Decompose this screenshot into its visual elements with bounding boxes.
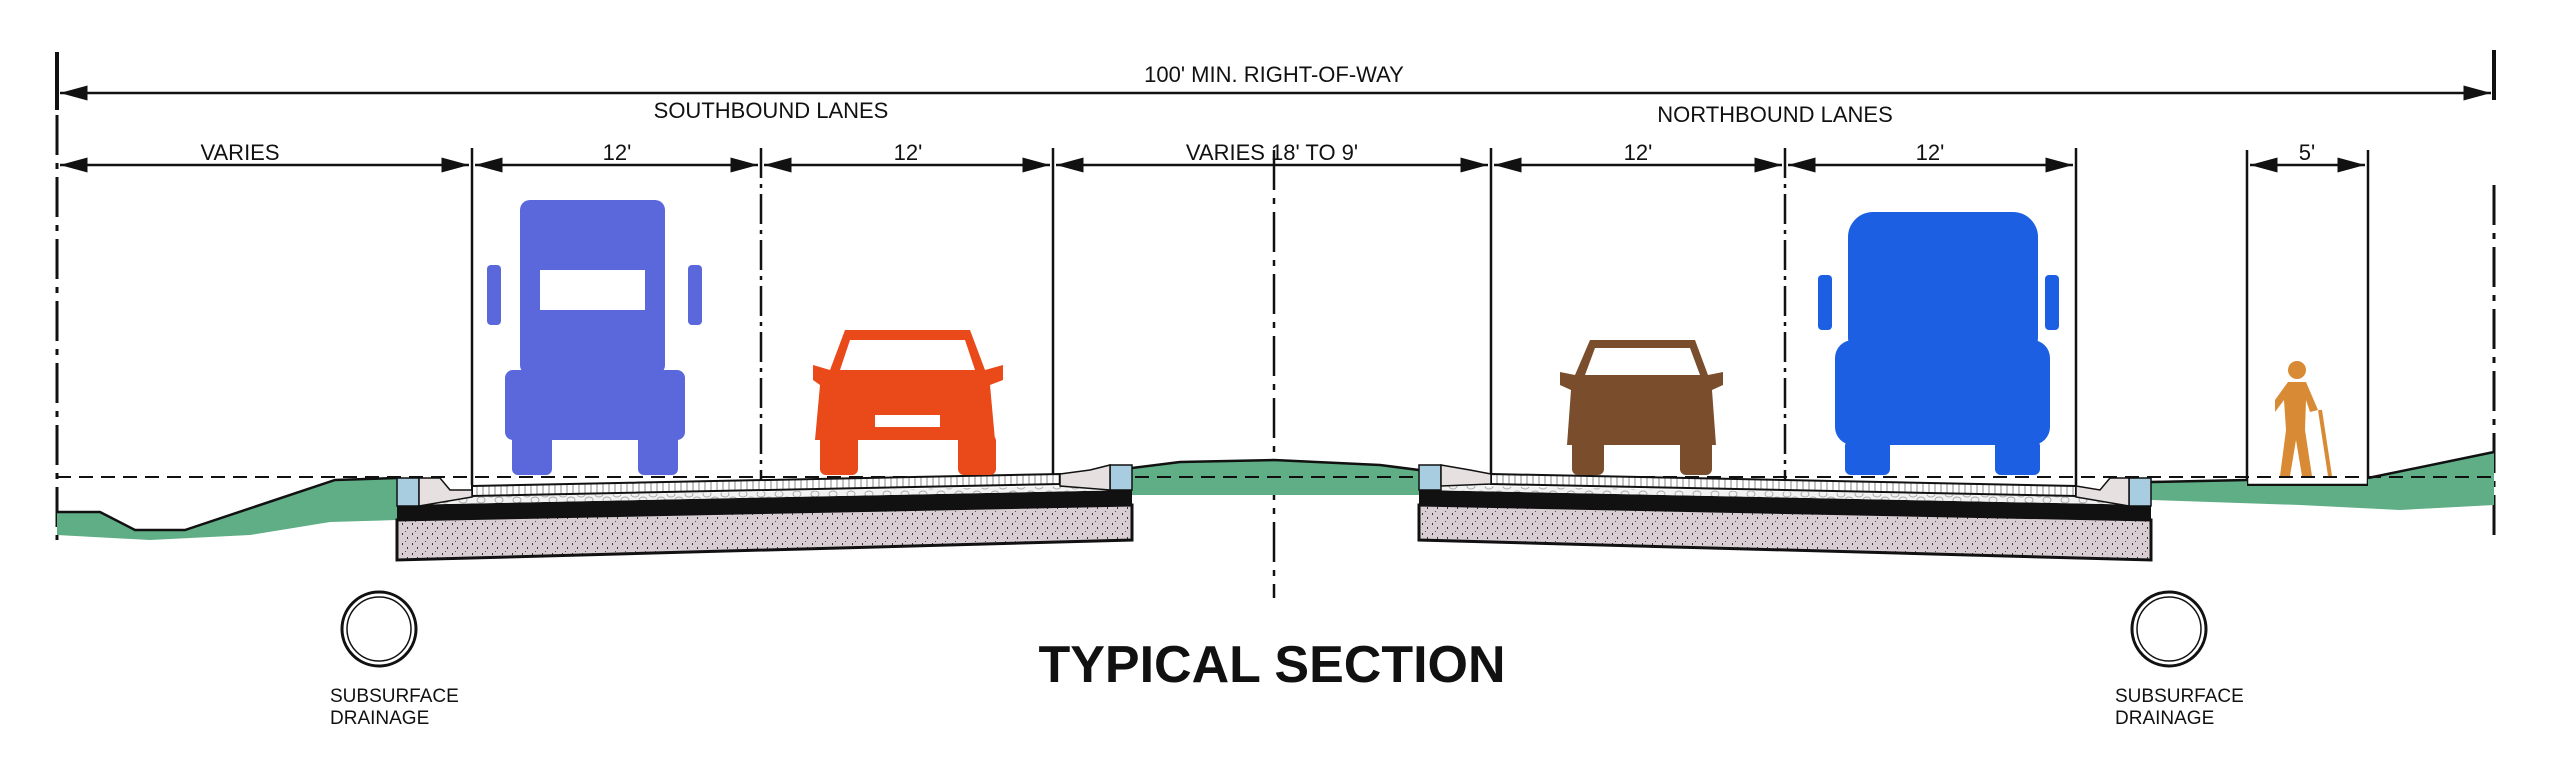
drainage-right-line2: DRAINAGE <box>2115 708 2214 729</box>
northbound-pavement <box>1417 464 2153 562</box>
drainage-left-line1: SUBSURFACE <box>330 686 459 707</box>
northbound-car-icon <box>1560 340 1723 475</box>
dim-left-varies: VARIES <box>200 140 279 165</box>
southbound-label: SOUTHBOUND LANES <box>654 98 889 123</box>
subsurface-drainage-right: SUBSURFACE DRAINAGE <box>2115 590 2244 729</box>
right-of-way-dimension: 100' MIN. RIGHT-OF-WAY <box>55 50 2496 110</box>
drainage-left-line2: DRAINAGE <box>330 708 429 729</box>
southbound-pavement <box>395 464 1134 562</box>
southbound-truck-icon <box>487 200 702 475</box>
drainage-right-line1: SUBSURFACE <box>2115 686 2244 707</box>
dim-nb-lane-2: 12' <box>1916 140 1945 165</box>
dim-sb-lane-1: 12' <box>603 140 632 165</box>
dim-sb-lane-2: 12' <box>894 140 923 165</box>
lane-dimensions <box>60 148 2370 598</box>
southbound-car-icon <box>813 330 1003 475</box>
northbound-label: NORTHBOUND LANES <box>1657 102 1893 127</box>
dim-nb-lane-1: 12' <box>1624 140 1653 165</box>
right-of-way-label: 100' MIN. RIGHT-OF-WAY <box>1144 62 1404 87</box>
pedestrian-icon <box>2275 361 2332 477</box>
subsurface-drainage-left: SUBSURFACE DRAINAGE <box>330 590 459 729</box>
dim-sidewalk: 5' <box>2299 140 2315 165</box>
diagram-title: TYPICAL SECTION <box>1038 636 1505 694</box>
northbound-truck-icon <box>1818 212 2059 475</box>
dim-median: VARIES 18' TO 9' <box>1186 140 1358 165</box>
